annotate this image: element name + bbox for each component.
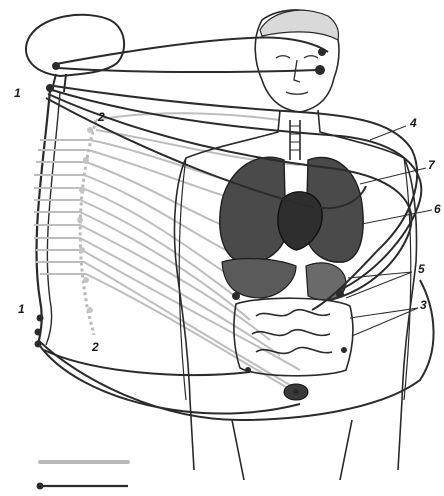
label-5: 5: [418, 262, 425, 276]
legend-parasympathetic-sample: [37, 483, 129, 490]
left-lung: [220, 157, 286, 263]
liver: [222, 259, 296, 298]
brain-outline: [26, 15, 124, 76]
label-1-top: 1: [14, 86, 21, 100]
spinal-cord-inner: [46, 92, 60, 345]
face-features: [276, 56, 318, 95]
spinal-cord: [37, 90, 51, 345]
label-4: 4: [410, 116, 417, 130]
label-2-top: 2: [98, 110, 105, 124]
label-2-bottom: 2: [92, 340, 99, 354]
trachea-rings: [290, 126, 300, 150]
label-1-bottom: 1: [18, 302, 25, 316]
sympathetic-ganglia: [77, 127, 93, 313]
label-7: 7: [428, 158, 435, 172]
label-3: 3: [420, 298, 427, 312]
label-6: 6: [434, 202, 441, 216]
